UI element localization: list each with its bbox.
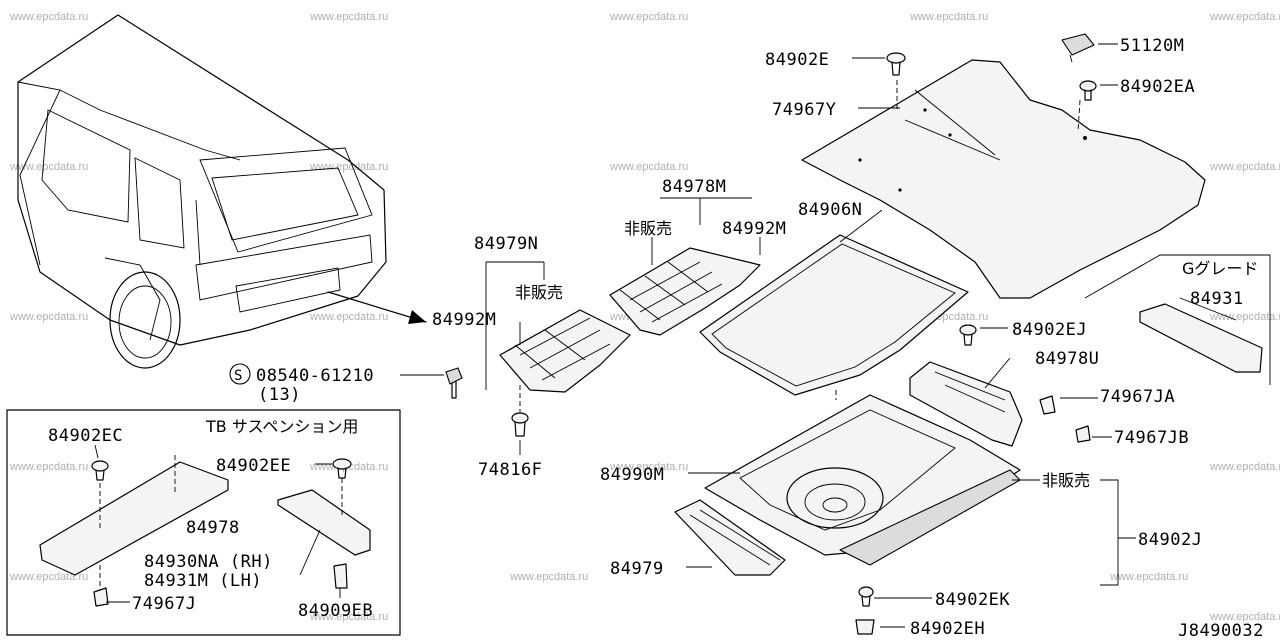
clip-74816f-icon xyxy=(511,385,529,437)
bolt-08540-icon xyxy=(445,367,463,399)
watermark: www.epcdata.ru xyxy=(609,161,688,173)
part-label-84902ek: 84902EK xyxy=(935,590,1010,610)
watermark: www.epcdata.ru xyxy=(909,11,988,23)
cup-84902eh-icon xyxy=(855,619,875,635)
part-label-74967j: 74967J xyxy=(132,594,196,614)
part-label-08540-61210: 08540-61210 xyxy=(256,366,374,386)
watermark: www.epcdata.ru xyxy=(9,161,88,173)
part-quantity-08540: (13) xyxy=(258,385,301,405)
watermark: www.epcdata.ru xyxy=(1209,311,1280,323)
part-label-74816f: 74816F xyxy=(478,460,542,480)
watermark: www.epcdata.ru xyxy=(9,571,88,583)
note-tb-suspension: TB サスペンション用 xyxy=(205,417,358,436)
page-code: J8490032 xyxy=(1178,621,1264,640)
part-label-84902ej: 84902EJ xyxy=(1012,320,1087,340)
leader-lines xyxy=(94,43,1237,628)
watermark: www.epcdata.ru xyxy=(309,11,388,23)
part-label-84931: 84931 xyxy=(1190,289,1244,309)
part-label-84902e: 84902E xyxy=(765,50,829,70)
note-not-for-sale: 非販売 xyxy=(515,283,563,302)
vehicle-illustration xyxy=(17,14,427,369)
part-label-84978m: 84978M xyxy=(662,177,726,197)
part-label-84978u: 84978U xyxy=(1035,349,1099,369)
part-label-51120m: 51120M xyxy=(1120,36,1184,56)
clip-74967jb-icon xyxy=(1075,425,1091,443)
screw-symbol-icon: S xyxy=(229,363,251,385)
part-label-84902ea: 84902EA xyxy=(1120,77,1195,97)
tray-84978m xyxy=(609,247,761,336)
g-grade-inset xyxy=(1084,254,1271,385)
pin-84902ek-icon xyxy=(858,586,874,607)
arrow-head-icon xyxy=(408,310,426,324)
part-label-84906n: 84906N xyxy=(798,200,862,220)
part-label-84992m-upper: 84992M xyxy=(722,219,786,239)
watermark: www.epcdata.ru xyxy=(1209,11,1280,23)
floor-mat-84906n xyxy=(699,234,969,396)
part-label-84909eb: 84909EB xyxy=(298,601,373,621)
part-label-84902ee: 84902EE xyxy=(216,456,291,476)
part-label-74967y: 74967Y xyxy=(772,100,836,120)
side-trim-84978u xyxy=(909,361,1023,447)
watermark: www.epcdata.ru xyxy=(309,611,388,623)
pin-84902ej-icon xyxy=(959,324,977,346)
tray-84979n xyxy=(499,309,631,393)
watermark: www.epcdata.ru xyxy=(9,461,88,473)
part-label-84902eh: 84902EH xyxy=(910,619,985,639)
watermark: www.epcdata.ru xyxy=(9,11,88,23)
screw-symbol-letter: S xyxy=(234,368,243,384)
watermark: www.epcdata.ru xyxy=(1209,461,1280,473)
part-label-84930na: 84930NA (RH) xyxy=(144,552,273,572)
part-label-84902j: 84902J xyxy=(1138,530,1202,550)
watermark: www.epcdata.ru xyxy=(1109,571,1188,583)
part-label-74967jb: 74967JB xyxy=(1114,428,1189,448)
tray-84979 xyxy=(674,499,786,576)
tb-suspension-inset xyxy=(6,409,401,636)
pin-84902e-icon xyxy=(886,52,906,76)
part-label-84979n: 84979N xyxy=(474,234,538,254)
part-label-84992m-left: 84992M xyxy=(432,310,496,330)
pin-84902ea-icon xyxy=(1079,80,1097,101)
watermark: www.epcdata.ru xyxy=(309,311,388,323)
rear-floor-board xyxy=(801,59,1206,299)
watermark: www.epcdata.ru xyxy=(1209,611,1280,623)
watermark: www.epcdata.ru xyxy=(609,461,688,473)
part-label-84978: 84978 xyxy=(186,518,240,538)
part-labels: 84902E 51120M 84902EA 74967Y 84978M 非販売 … xyxy=(48,36,1264,640)
part-label-84931m: 84931M (LH) xyxy=(144,571,262,591)
part-label-84979: 84979 xyxy=(610,559,664,579)
part-label-74967ja: 74967JA xyxy=(1100,387,1175,407)
note-not-for-sale: 非販売 xyxy=(624,219,672,238)
watermark: www.epcdata.ru xyxy=(1209,161,1280,173)
note-g-grade: Gグレード xyxy=(1182,259,1258,278)
part-label-84902ec: 84902EC xyxy=(48,426,123,446)
note-not-for-sale: 非販売 xyxy=(1042,471,1090,490)
clip-74967ja-icon xyxy=(1039,395,1056,415)
watermark: www.epcdata.ru xyxy=(9,311,88,323)
watermark: www.epcdata.ru xyxy=(309,161,388,173)
watermark: www.epcdata.ru xyxy=(509,571,588,583)
part-label-84990m: 84990M xyxy=(600,465,664,485)
watermark: www.epcdata.ru xyxy=(609,11,688,23)
clip-51120m-icon xyxy=(1061,33,1095,63)
